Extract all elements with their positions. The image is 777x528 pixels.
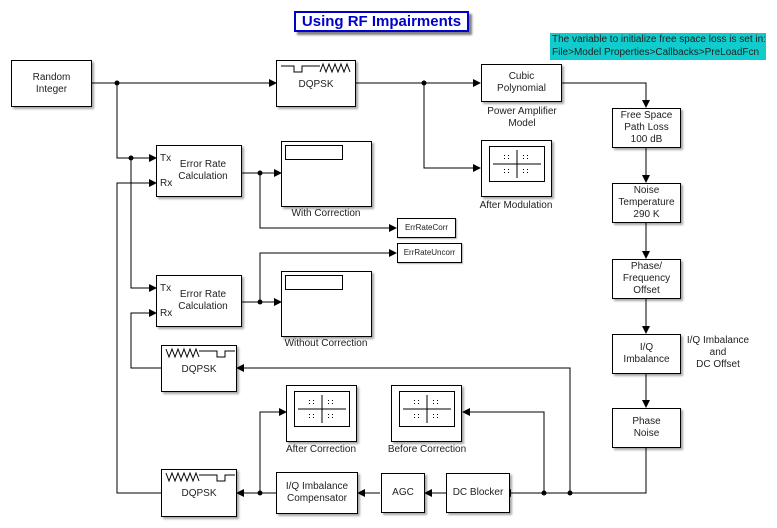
sine-to-square-wave-icon <box>165 347 235 359</box>
wire-pn-to-bus <box>570 448 647 494</box>
wire-dqpsk-to-after-mod <box>423 83 481 172</box>
dc-blocker-block[interactable]: DC Blocker <box>446 473 510 513</box>
iq-imbalance-compensator-block[interactable]: I/Q Imbalance Compensator <box>276 472 358 514</box>
noise-temperature-block[interactable]: Noise Temperature 290 K <box>612 183 681 223</box>
junction-dot <box>541 490 547 496</box>
constellation-diagram-icon <box>399 391 455 427</box>
rx-port-label: Rx <box>160 178 173 189</box>
goto-err-rate-corr[interactable]: ErrRateCorr <box>397 218 456 238</box>
tx-port-label: Tx <box>160 153 172 164</box>
rx-port-label: Rx <box>160 308 173 319</box>
iq-imbalance-dc-offset-label: I/Q Imbalance and DC Offset <box>686 335 750 370</box>
model-title[interactable]: Using RF Impairments <box>294 11 469 32</box>
iq-imbalance-block[interactable]: I/Q Imbalance <box>612 334 681 374</box>
error-rate-calculation-uncorrected[interactable]: Tx Rx Error Rate Calculation <box>156 275 242 327</box>
dqpsk-demodulator-uncorrected[interactable]: DQPSK <box>161 345 237 392</box>
phase-frequency-offset-block[interactable]: Phase/ Frequency Offset <box>612 259 681 299</box>
junction-dot <box>257 299 263 305</box>
display-screen-icon <box>285 145 343 160</box>
with-correction-display[interactable] <box>281 141 372 207</box>
wire-err2-to-goto <box>259 249 397 302</box>
free-space-path-loss-block[interactable]: Free Space Path Loss 100 dB <box>612 108 681 148</box>
note-line-2: File>Model Properties>Callbacks>PreLoadF… <box>552 47 760 58</box>
wire-err1-to-goto <box>259 173 397 232</box>
with-correction-label: With Correction <box>291 208 361 219</box>
wire-pa-to-fspl <box>562 82 650 108</box>
constellation-diagram-icon <box>489 146 545 182</box>
without-correction-display[interactable] <box>281 271 372 337</box>
dqpsk-demodulator-corrected[interactable]: DQPSK <box>161 469 237 517</box>
junction-dot <box>114 80 120 86</box>
before-correction-label: Before Correction <box>387 444 467 455</box>
constellation-diagram-icon <box>294 391 350 427</box>
junction-dot <box>257 490 263 496</box>
sine-to-square-wave-icon <box>165 471 235 483</box>
junction-dot <box>257 170 263 176</box>
junction-dot <box>128 155 134 161</box>
wire-uncorr-to-rx2 <box>130 309 161 369</box>
power-amplifier-label: Power Amplifier Model <box>487 106 557 129</box>
note-line-1: The variable to initialize free space lo… <box>552 34 766 45</box>
junction-dot <box>421 80 427 86</box>
display-screen-icon <box>285 275 343 290</box>
annotation-note[interactable]: The variable to initialize free space lo… <box>550 33 766 60</box>
wire-bits-to-tx1 <box>116 83 157 162</box>
wire-comp-to-after <box>259 408 287 493</box>
wire-bits-to-tx2 <box>130 158 157 292</box>
random-integer-block[interactable]: Random Integer <box>11 60 92 107</box>
after-modulation-label: After Modulation <box>479 200 553 211</box>
goto-err-rate-uncorr[interactable]: ErrRateUncorr <box>397 243 462 263</box>
cubic-polynomial-block[interactable]: Cubic Polynomial <box>481 64 562 102</box>
tx-port-label: Tx <box>160 283 172 294</box>
after-correction-constellation[interactable] <box>286 385 357 442</box>
before-correction-constellation[interactable] <box>391 385 462 442</box>
phase-noise-block[interactable]: Phase Noise <box>612 408 681 448</box>
junction-dot <box>567 490 573 496</box>
error-rate-calculation-corrected[interactable]: Tx Rx Error Rate Calculation <box>156 145 242 197</box>
square-to-sine-wave-icon <box>281 62 351 74</box>
wire-bus-to-dqpsk-uncorr <box>236 364 571 493</box>
wire-rx1 <box>116 182 161 494</box>
dqpsk-modulator-block[interactable]: DQPSK <box>276 60 356 107</box>
after-correction-label: After Correction <box>285 444 357 455</box>
after-modulation-constellation[interactable] <box>481 140 552 197</box>
wire-bus-to-before <box>462 408 545 493</box>
agc-block[interactable]: AGC <box>381 473 425 513</box>
without-correction-label: Without Correction <box>284 338 368 349</box>
